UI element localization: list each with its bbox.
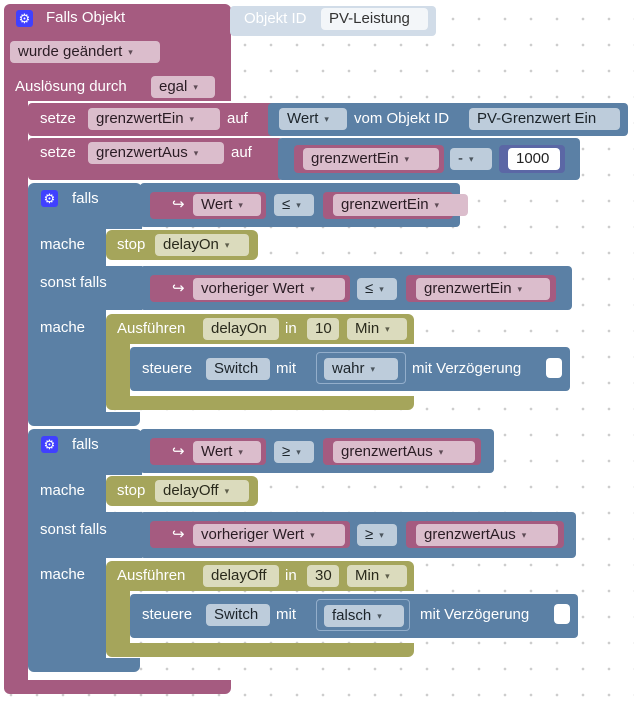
if1-falls: falls bbox=[72, 190, 99, 207]
if-block-1-bottom bbox=[28, 412, 140, 426]
if2-mit: mit bbox=[276, 606, 296, 623]
if2-time[interactable]: 30 bbox=[307, 565, 339, 587]
if1-right2-dropdown[interactable]: grenzwertEin▾ bbox=[416, 278, 550, 300]
trigger-label: Auslösung durch bbox=[15, 78, 127, 95]
if1-mache2: mache bbox=[40, 319, 86, 336]
if1-exec-var[interactable]: delayOn bbox=[203, 318, 279, 340]
if2-bool-dropdown[interactable]: falsch▾ bbox=[324, 605, 404, 627]
event-dropdown[interactable]: wurde geändert▾ bbox=[10, 41, 160, 63]
if1-left-dropdown[interactable]: Wert▾ bbox=[193, 194, 261, 216]
if1-in: in bbox=[285, 320, 297, 337]
trigger-bottom-bar bbox=[4, 680, 231, 694]
if2-left-dropdown[interactable]: Wert▾ bbox=[193, 441, 261, 463]
if-block-2-rail bbox=[28, 474, 106, 660]
trigger-title: Falls Objekt bbox=[46, 9, 126, 26]
if2-delay-label: mit Verzögerung bbox=[420, 606, 530, 623]
if-block-2-bottom bbox=[28, 658, 140, 672]
set2-operand-dropdown[interactable]: grenzwertEin▾ bbox=[303, 148, 439, 170]
if2-right2-dropdown[interactable]: grenzwertAus▾ bbox=[416, 524, 558, 546]
if2-arrow2-icon: ↪ bbox=[172, 526, 185, 543]
object-id-label: Objekt ID bbox=[244, 10, 307, 27]
if2-stop-label: stop bbox=[117, 482, 146, 499]
set2-setze: setze bbox=[40, 144, 76, 161]
if1-target[interactable]: Switch bbox=[206, 358, 270, 380]
if2-exec-rail bbox=[106, 590, 130, 652]
number-field[interactable]: 1000 bbox=[508, 148, 560, 170]
if2-left2-dropdown[interactable]: vorheriger Wert▾ bbox=[193, 524, 345, 546]
if1-arrow-icon: ↪ bbox=[172, 196, 185, 213]
if1-time[interactable]: 10 bbox=[307, 318, 339, 340]
if2-exec-bottom bbox=[106, 643, 414, 657]
gear-icon-if2[interactable]: ⚙ bbox=[41, 436, 58, 453]
if2-steuere: steuere bbox=[142, 606, 193, 623]
object-id-field[interactable]: PV-Leistung bbox=[321, 8, 428, 30]
set2-var-dropdown[interactable]: grenzwertAus▾ bbox=[88, 142, 224, 164]
if1-op2-dropdown[interactable]: ≤▾ bbox=[357, 278, 397, 300]
if2-unit-dropdown[interactable]: Min▾ bbox=[347, 565, 407, 587]
if1-unit-dropdown[interactable]: Min▾ bbox=[347, 318, 407, 340]
if1-exec-label: Ausführen bbox=[117, 320, 186, 337]
if2-target[interactable]: Switch bbox=[206, 604, 270, 626]
if1-steuere: steuere bbox=[142, 360, 193, 377]
gear-icon[interactable]: ⚙ bbox=[16, 10, 33, 27]
if1-bool-dropdown[interactable]: wahr▾ bbox=[324, 358, 398, 380]
trigger-dropdown[interactable]: egal▾ bbox=[151, 76, 215, 98]
trigger-left-rail bbox=[4, 100, 28, 685]
if2-mache2: mache bbox=[40, 566, 86, 583]
if-block-2-elseif-row bbox=[28, 512, 142, 558]
set2-op-dropdown[interactable]: -▾ bbox=[450, 148, 492, 170]
set1-prop-dropdown[interactable]: Wert▾ bbox=[279, 108, 347, 130]
if1-mache: mache bbox=[40, 236, 86, 253]
if1-stop-label: stop bbox=[117, 236, 146, 253]
if1-elseif-label: sonst falls bbox=[40, 274, 107, 291]
if1-exec-bottom bbox=[106, 396, 414, 410]
set2-auf: auf bbox=[231, 144, 252, 161]
if2-right-dropdown[interactable]: grenzwertAus▾ bbox=[333, 441, 475, 463]
set1-auf: auf bbox=[227, 110, 248, 127]
if-block-1-elseif-row bbox=[28, 266, 142, 310]
if1-delay-label: mit Verzögerung bbox=[412, 360, 522, 377]
if2-stop-var[interactable]: delayOff▾ bbox=[155, 480, 249, 502]
if2-falls: falls bbox=[72, 436, 99, 453]
set1-from-label: vom Objekt ID bbox=[354, 110, 450, 127]
if1-exec-rail bbox=[106, 343, 130, 405]
if2-exec-label: Ausführen bbox=[117, 567, 186, 584]
if1-arrow2-icon: ↪ bbox=[172, 280, 185, 297]
if1-left2-dropdown[interactable]: vorheriger Wert▾ bbox=[193, 278, 345, 300]
if1-stop-var[interactable]: delayOn▾ bbox=[155, 234, 249, 256]
if2-op2-dropdown[interactable]: ≥▾ bbox=[357, 524, 397, 546]
if-block-1-rail bbox=[28, 228, 106, 412]
if1-op-dropdown[interactable]: ≤▾ bbox=[274, 194, 314, 216]
set1-setze: setze bbox=[40, 110, 76, 127]
if2-mache: mache bbox=[40, 482, 86, 499]
if2-arrow-icon: ↪ bbox=[172, 443, 185, 460]
if2-elseif-label: sonst falls bbox=[40, 521, 107, 538]
set1-var-dropdown[interactable]: grenzwertEin▾ bbox=[88, 108, 220, 130]
if1-mit: mit bbox=[276, 360, 296, 377]
if2-op-dropdown[interactable]: ≥▾ bbox=[274, 441, 314, 463]
set1-object-field[interactable]: PV-Grenzwert Ein bbox=[469, 108, 620, 130]
if1-right-dropdown[interactable]: grenzwertEin▾ bbox=[333, 194, 468, 216]
if2-in: in bbox=[285, 567, 297, 584]
if2-delay-checkbox[interactable] bbox=[554, 604, 570, 624]
if1-delay-checkbox[interactable] bbox=[546, 358, 562, 378]
if2-exec-var[interactable]: delayOff bbox=[203, 565, 279, 587]
gear-icon-if1[interactable]: ⚙ bbox=[41, 190, 58, 207]
